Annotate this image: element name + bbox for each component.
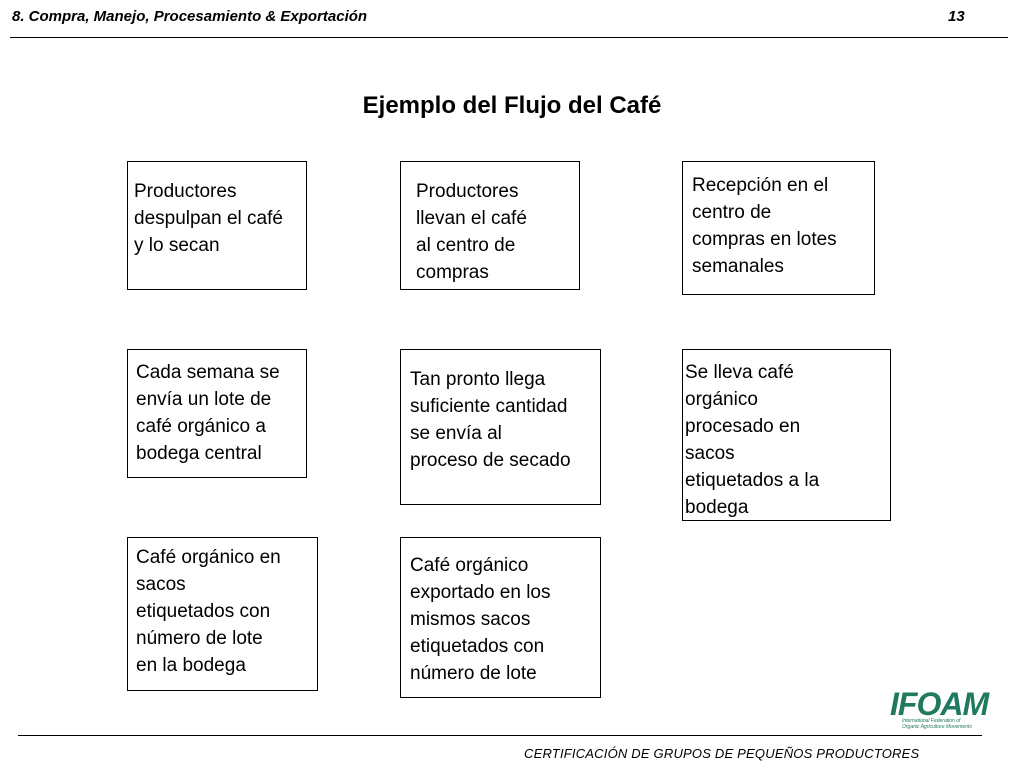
footer-divider — [18, 735, 982, 736]
flow-box-2-text: Productores llevan el café al centro de … — [416, 181, 527, 283]
flow-box-7-text: Café orgánico en sacos etiquetados con n… — [136, 547, 281, 676]
logo-wordmark: IFOAM — [890, 686, 989, 722]
flow-box-2: Productores llevan el café al centro de … — [400, 161, 580, 290]
flow-box-3-text: Recepción en el centro de compras en lot… — [692, 175, 837, 277]
flow-box-6: Se lleva café orgánico procesado en saco… — [682, 349, 891, 521]
section-header: 8. Compra, Manejo, Procesamiento & Expor… — [12, 8, 368, 25]
footer-text: CERTIFICACIÓN DE GRUPOS DE PEQUEÑOS PROD… — [524, 746, 920, 761]
ifoam-logo: IFOAM International Federation of Organi… — [890, 686, 989, 734]
flow-box-7: Café orgánico en sacos etiquetados con n… — [127, 537, 318, 691]
header-divider — [10, 37, 1008, 38]
flow-box-6-text: Se lleva café orgánico procesado en saco… — [685, 362, 820, 518]
flow-box-4-text: Cada semana se envía un lote de café org… — [136, 362, 280, 464]
flow-box-4: Cada semana se envía un lote de café org… — [127, 349, 307, 478]
flow-box-1-text: Productores despulpan el café y lo secan — [134, 181, 283, 256]
page-number: 13 — [948, 8, 965, 25]
flow-box-5: Tan pronto llega suficiente cantidad se … — [400, 349, 601, 505]
flow-box-8: Café orgánico exportado en los mismos sa… — [400, 537, 601, 698]
slide-title: Ejemplo del Flujo del Café — [362, 92, 662, 119]
flow-box-8-text: Café orgánico exportado en los mismos sa… — [410, 555, 551, 684]
flow-box-5-text: Tan pronto llega suficiente cantidad se … — [410, 369, 571, 471]
flow-box-3: Recepción en el centro de compras en lot… — [682, 161, 875, 295]
flow-box-1: Productores despulpan el café y lo secan — [127, 161, 307, 290]
logo-subtitle: International Federation of Organic Agri… — [902, 718, 972, 730]
